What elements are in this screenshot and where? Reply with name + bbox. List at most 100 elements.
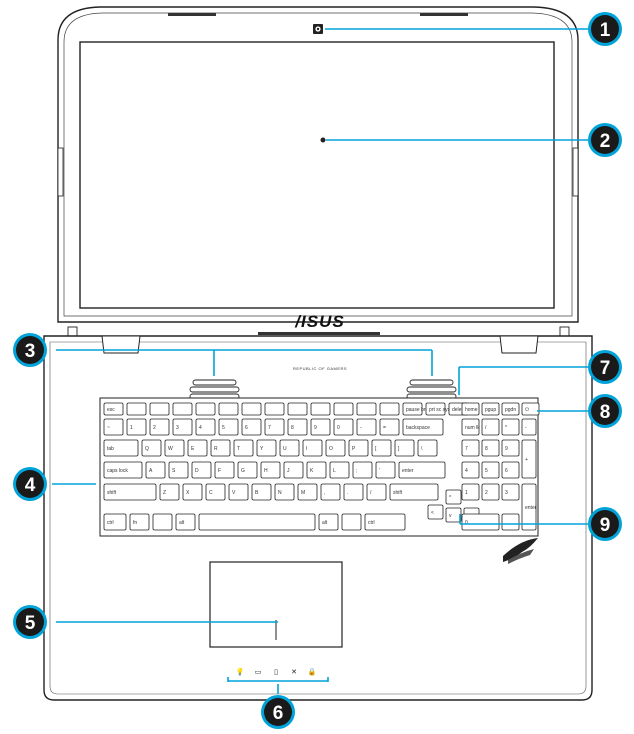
key-num-2: 2 — [149, 418, 170, 436]
key-numpad-10: 6 — [501, 461, 520, 479]
key-bottom-2 — [152, 513, 173, 531]
key-tab-12: ] — [394, 439, 415, 457]
key-bottom-3-label: alt — [179, 520, 185, 526]
key-numpad-10-label: 6 — [505, 468, 508, 474]
key-arrow-left-label: < — [431, 510, 434, 516]
callout-1-badge: 1 — [588, 12, 622, 46]
key-tab-5: T — [233, 439, 254, 457]
key-fn-13: pause break — [402, 402, 434, 416]
key-numpad-16: . — [501, 513, 520, 531]
callout-7-badge: 7 — [588, 350, 622, 384]
key-shift-9: . — [343, 483, 364, 501]
callout-5-badge: 5 — [13, 605, 47, 639]
indicator-icon-4: 🔒 — [308, 668, 317, 676]
svg-text:8: 8 — [600, 402, 611, 423]
key-numpad-top-1: pgup — [481, 402, 500, 416]
callout-2-badge: 2 — [588, 123, 622, 157]
key-numpad-12-label: 2 — [485, 490, 488, 496]
key-tab-4: R — [210, 439, 231, 457]
svg-text:6: 6 — [273, 703, 284, 724]
display-panel — [79, 41, 555, 309]
key-numpad-5-label: 8 — [485, 446, 488, 452]
key-tab-4-label: R — [214, 446, 218, 452]
key-num-4: 4 — [195, 418, 216, 436]
key-shift-1-label: Z — [163, 490, 166, 496]
key-num-9: 9 — [310, 418, 331, 436]
key-shift-6: N — [274, 483, 295, 501]
key-numpad-0-label: num lk — [465, 425, 480, 431]
key-numpad-9: 5 — [481, 461, 500, 479]
key-caps-4: F — [214, 461, 235, 479]
key-num-5: 5 — [218, 418, 239, 436]
key-shift-4-label: V — [232, 490, 236, 496]
key-num-8-label: 8 — [291, 425, 294, 431]
key-tab-13: \ — [417, 439, 438, 457]
key-num-1-label: 1 — [130, 425, 133, 431]
svg-text:9: 9 — [600, 515, 611, 536]
key-num-7-label: 7 — [268, 425, 271, 431]
key-tab-11-label: [ — [375, 446, 377, 452]
key-numpad-2-label: * — [505, 425, 507, 431]
key-fn-10 — [333, 402, 354, 416]
key-numpad-16-label: . — [505, 520, 506, 526]
key-bottom-4 — [198, 513, 316, 531]
key-numpad-top-3: ⏻ — [521, 402, 540, 416]
key-numpad-3: - — [521, 418, 537, 436]
key-caps-12-label: enter — [402, 468, 414, 474]
key-caps-0: caps lock — [103, 461, 143, 479]
key-tab-3-label: E — [191, 446, 195, 452]
key-tab-9: O — [325, 439, 346, 457]
key-bottom-3: alt — [175, 513, 196, 531]
key-numpad-top-2-label: pgdn — [505, 407, 516, 413]
key-fn-13-label: pause break — [406, 407, 434, 413]
key-fn-1 — [126, 402, 147, 416]
key-num-0-label: ~ — [107, 425, 110, 431]
key-bottom-0: ctrl — [103, 513, 127, 531]
key-shift-3-label: C — [209, 490, 213, 496]
lid-notch-left — [168, 13, 216, 16]
key-numpad-1-label: / — [485, 425, 487, 431]
key-numpad-9-label: 5 — [485, 468, 488, 474]
indicator-strip — [227, 664, 329, 678]
key-numpad-1: / — [481, 418, 500, 436]
key-shift-4: V — [228, 483, 249, 501]
key-num-11: - — [356, 418, 377, 436]
key-numpad-15: 0 — [461, 513, 500, 531]
svg-text:3: 3 — [25, 341, 36, 362]
lid-side-right — [572, 147, 579, 197]
key-shift-7: M — [297, 483, 318, 501]
key-tab-7-label: U — [283, 446, 287, 452]
key-fn-6 — [241, 402, 262, 416]
key-bottom-1: fn — [129, 513, 150, 531]
key-fn-14-label: prt sc sysrq — [429, 407, 455, 413]
key-shift-3: C — [205, 483, 226, 501]
rog-deck-label: REPUBLIC OF GAMERS — [293, 366, 347, 371]
key-caps-9-label: L — [333, 468, 336, 474]
key-numpad-top-3-label: ⏻ — [525, 407, 529, 413]
key-caps-9: L — [329, 461, 350, 479]
key-shift-1: Z — [159, 483, 180, 501]
svg-text:4: 4 — [25, 475, 36, 496]
indicator-icon-0: 💡 — [236, 667, 245, 676]
key-shift-11: shift — [389, 483, 439, 501]
key-numpad-top-0-label: home — [465, 407, 478, 413]
key-bottom-6 — [341, 513, 362, 531]
key-arrow-down-label: v — [449, 513, 452, 519]
key-tab-1-label: Q — [145, 446, 149, 452]
callout-6-badge: 6 — [261, 695, 295, 729]
key-numpad-14-label: enter — [525, 505, 537, 511]
key-numpad-5: 8 — [481, 439, 500, 457]
key-fn-0: esc — [103, 402, 124, 416]
key-arrow-down: v — [445, 507, 462, 523]
status-indicators: 💡▭▯✕🔒 — [236, 667, 317, 676]
key-caps-6: H — [260, 461, 281, 479]
key-num-2-label: 2 — [153, 425, 156, 431]
key-caps-7: J — [283, 461, 304, 479]
indicator-icon-1: ▭ — [255, 668, 262, 676]
key-bottom-7: ctrl — [364, 513, 406, 531]
key-numpad-14: enter — [521, 483, 537, 531]
key-tab-0: tab — [103, 439, 139, 457]
key-fn-2 — [149, 402, 170, 416]
key-caps-1: A — [145, 461, 166, 479]
